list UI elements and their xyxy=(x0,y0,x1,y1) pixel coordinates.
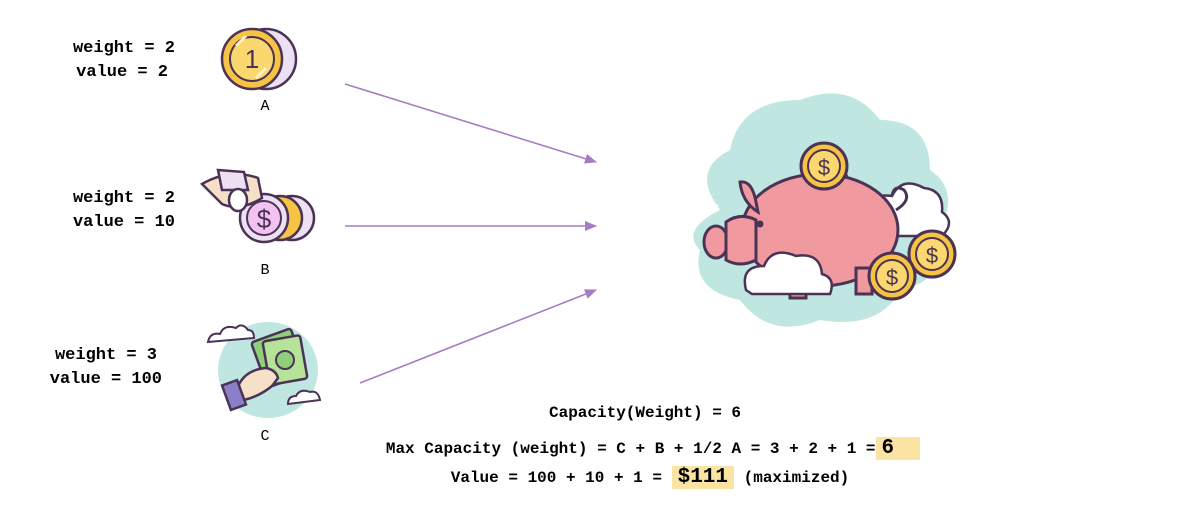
max-capacity-value: 6 xyxy=(875,437,921,460)
item-a-value: value = 2 xyxy=(76,63,168,82)
item-c-value: value = 100 xyxy=(49,370,162,389)
item-c-letter: C xyxy=(260,428,270,445)
value-line: Value = 100 + 10 + 1 = $111 (maximized) xyxy=(250,466,1050,489)
coin-dollar-bottom: $ xyxy=(886,265,898,290)
coin-number: 1 xyxy=(245,44,259,74)
item-c-weight: weight = 3 xyxy=(54,346,157,365)
arrow-c xyxy=(359,289,597,384)
max-capacity-expression: Max Capacity (weight) = C + B + 1/2 A = … xyxy=(385,440,876,458)
item-a-weight: weight = 2 xyxy=(72,39,175,58)
item-b-weight: weight = 2 xyxy=(72,189,175,208)
value-total: $111 xyxy=(671,466,735,489)
item-a-letter: A xyxy=(260,98,270,115)
value-expression: Value = 100 + 10 + 1 = xyxy=(450,469,662,487)
coin-dollar-right: $ xyxy=(926,243,938,268)
value-suffix: (maximized) xyxy=(743,469,850,487)
coin-dollar-top: $ xyxy=(818,155,830,180)
max-capacity-line: Max Capacity (weight) = C + B + 1/2 A = … xyxy=(253,437,1053,460)
item-b-value: value = 10 xyxy=(72,213,175,232)
hand-coins-icon: $ xyxy=(200,168,316,244)
capacity-line: Capacity(Weight) = 6 xyxy=(548,404,742,422)
coins-icon: 1 xyxy=(220,27,298,91)
coin-dollar-b: $ xyxy=(257,204,272,234)
piggy-bank-icon: $ $ $ xyxy=(674,93,957,327)
arrow-a xyxy=(344,83,597,164)
hand-cash-icon xyxy=(206,322,322,418)
item-b-letter: B xyxy=(260,262,270,279)
